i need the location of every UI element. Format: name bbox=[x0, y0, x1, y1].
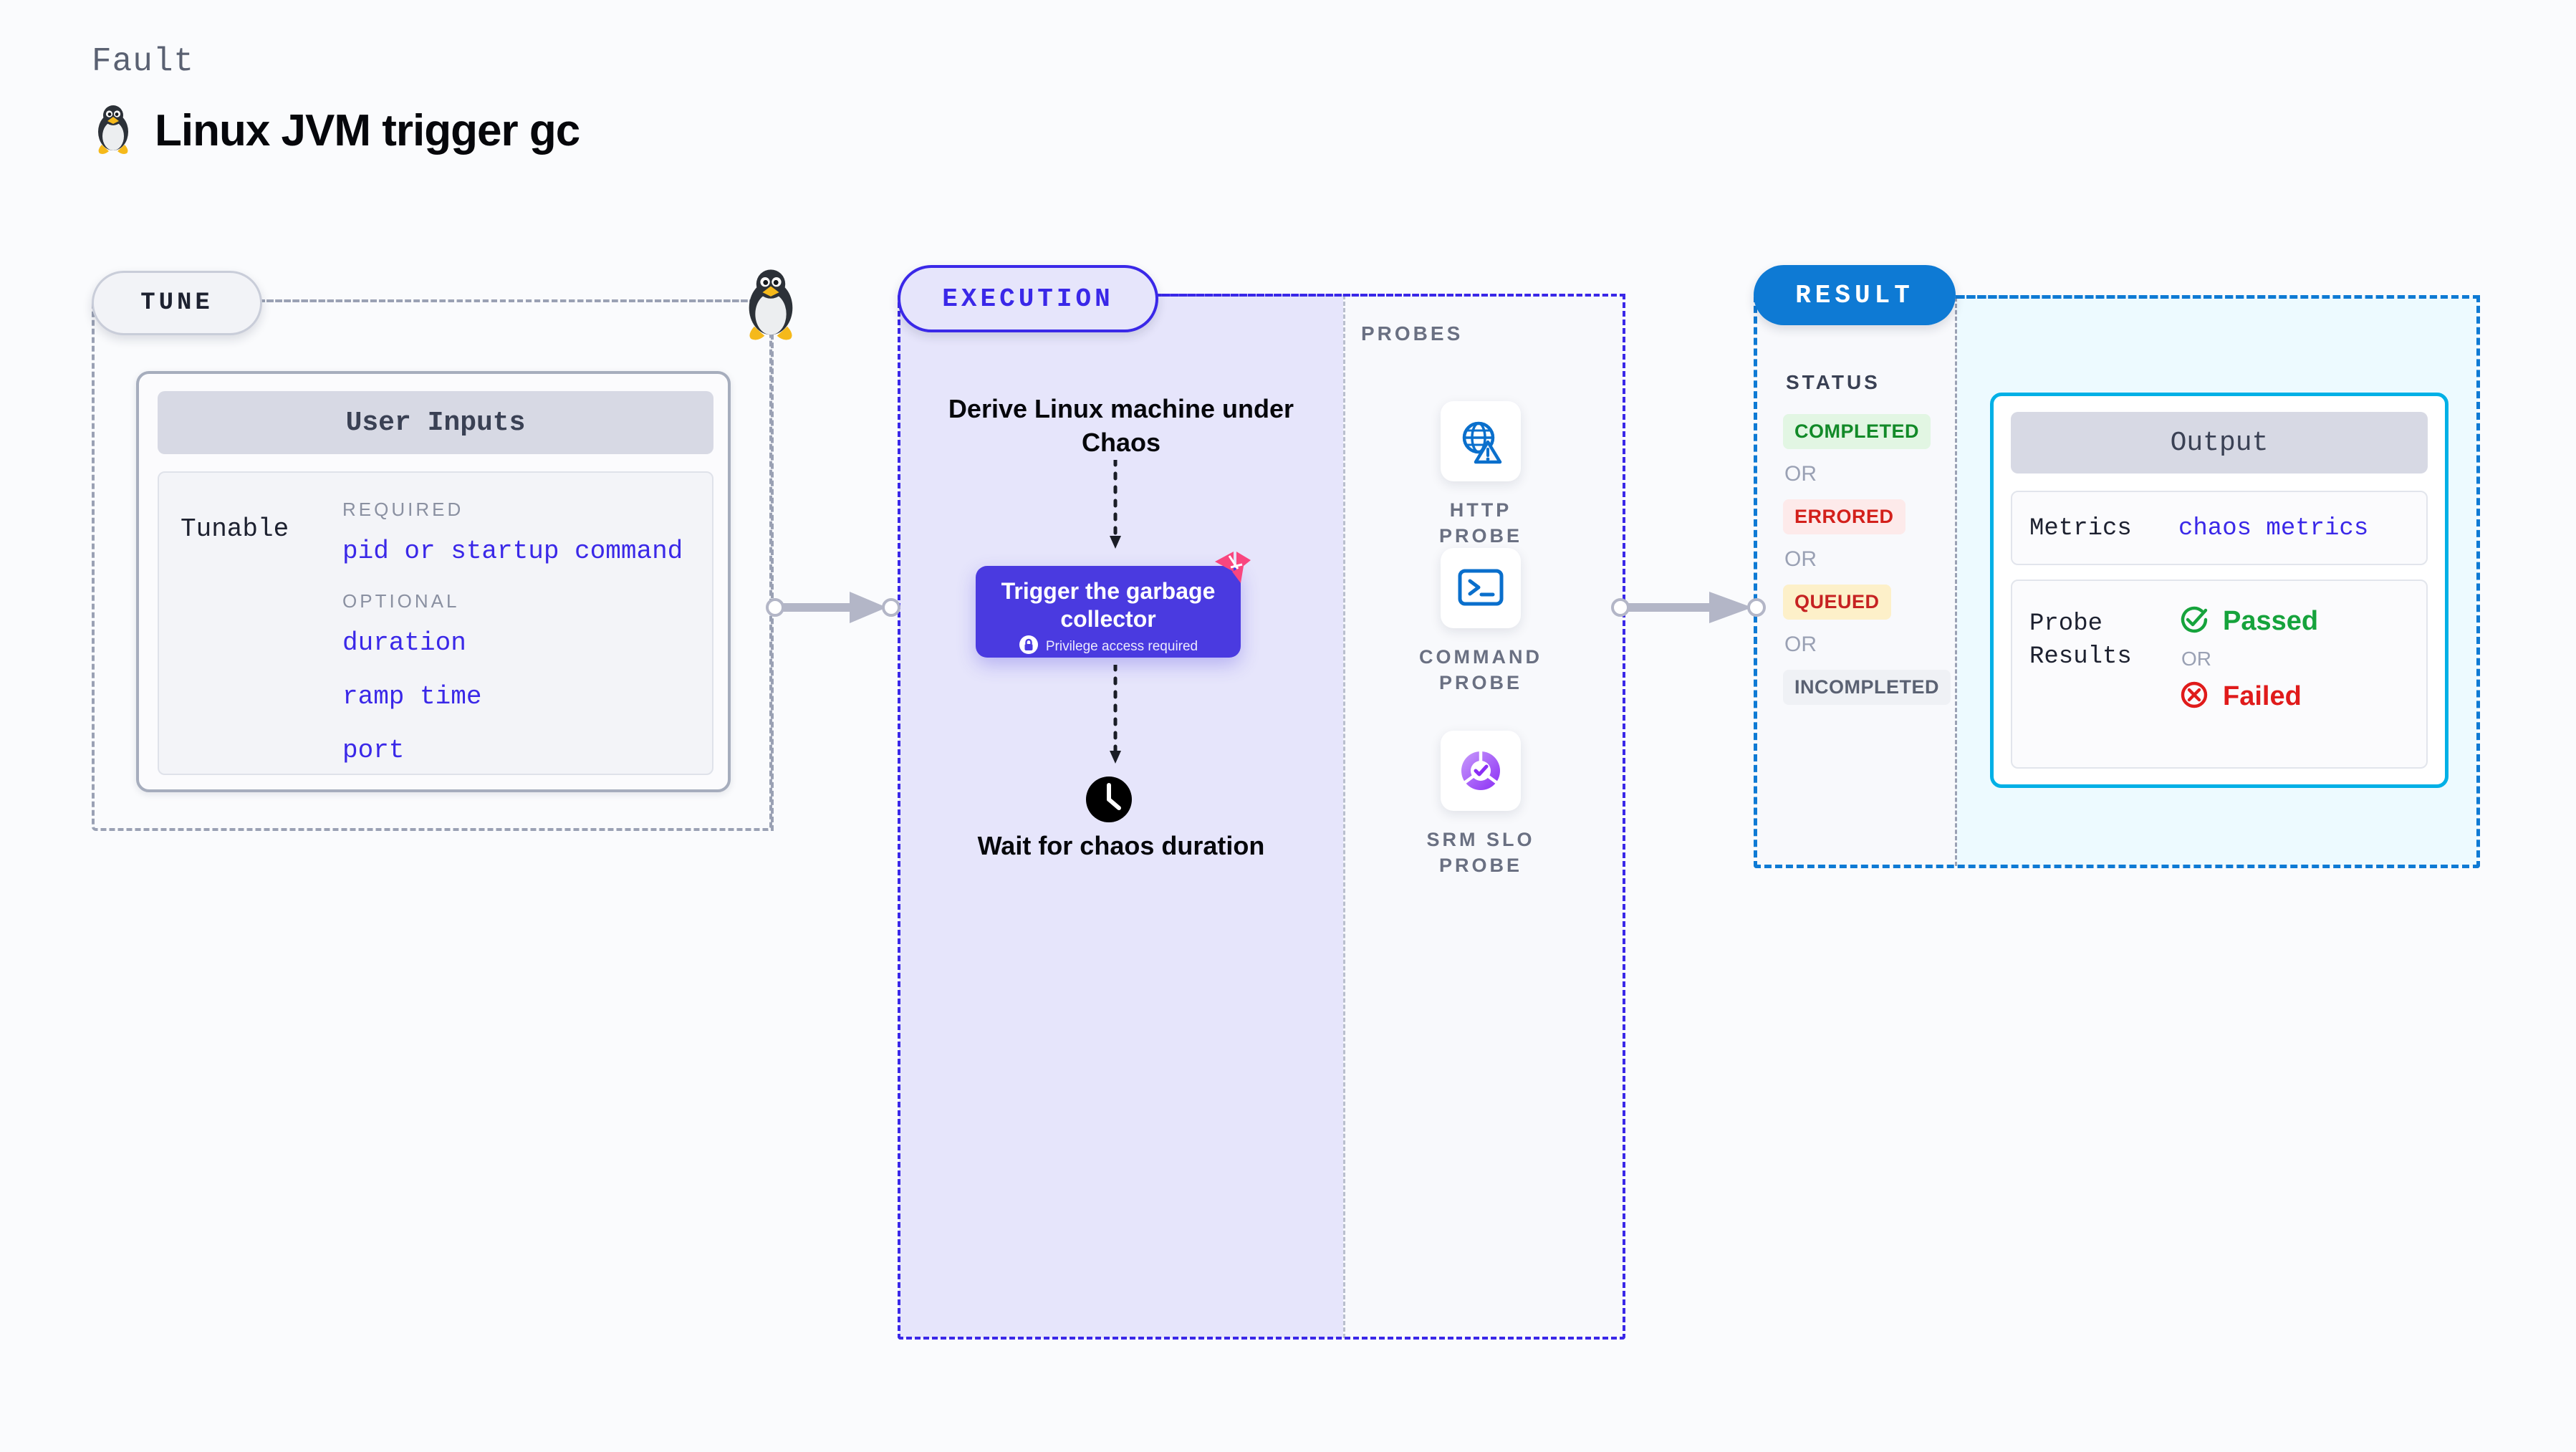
tunable-item-ramp-time[interactable]: ramp time bbox=[342, 682, 482, 711]
trigger-gc-title: Trigger the garbage collector bbox=[1001, 578, 1216, 633]
execution-step-derive-machine: Derive Linux machine under Chaos bbox=[948, 394, 1294, 457]
connector-execution-to-result bbox=[1610, 586, 1768, 633]
probe-result-failed: Failed bbox=[2178, 679, 2318, 714]
metrics-value[interactable]: chaos metrics bbox=[2178, 515, 2369, 542]
result-stage-pill[interactable]: RESULT bbox=[1754, 265, 1956, 325]
privilege-note-row: Privilege access required bbox=[976, 635, 1241, 658]
probe-item-command[interactable]: COMMAND PROBE bbox=[1409, 548, 1552, 696]
fault-eyebrow-label: Fault bbox=[92, 43, 195, 80]
optional-section-label: OPTIONAL bbox=[342, 590, 460, 612]
probe-result-passed-text: Passed bbox=[2223, 606, 2319, 636]
fault-title-row: Linux JVM trigger gc bbox=[92, 103, 580, 158]
probe-label-http: HTTP PROBE bbox=[1438, 499, 1523, 547]
tune-stage-pill[interactable]: TUNE bbox=[92, 271, 262, 335]
tunable-item-pid[interactable]: pid or startup command bbox=[342, 537, 683, 566]
status-section-label: STATUS bbox=[1786, 371, 1880, 393]
metrics-label: Metrics bbox=[2029, 515, 2132, 542]
probe-label-command: COMMAND PROBE bbox=[1419, 646, 1542, 694]
globe-warning-icon bbox=[1441, 401, 1521, 481]
slo-donut-check-icon bbox=[1441, 731, 1521, 811]
probe-item-srm-slo[interactable]: SRM SLO PROBE bbox=[1409, 731, 1552, 879]
tunable-box: Tunable REQUIRED pid or startup command … bbox=[158, 471, 713, 775]
status-badge-errored: ERRORED bbox=[1783, 499, 1905, 534]
status-fill bbox=[1756, 297, 1957, 866]
status-badge-queued: QUEUED bbox=[1783, 585, 1891, 620]
trigger-garbage-collector-card[interactable]: Trigger the garbage collector Privilege … bbox=[976, 552, 1251, 658]
linux-tux-penguin-icon bbox=[738, 266, 804, 345]
user-inputs-card: User Inputs Tunable REQUIRED pid or star… bbox=[136, 371, 731, 792]
execution-arrow-down-1 bbox=[1107, 458, 1123, 557]
status-or-2: OR bbox=[1784, 547, 1817, 571]
probes-section-label: PROBES bbox=[1361, 322, 1464, 345]
required-section-label: REQUIRED bbox=[342, 499, 464, 520]
linux-tux-penguin-icon bbox=[92, 103, 135, 158]
execution-stage-pill[interactable]: EXECUTION bbox=[898, 265, 1158, 332]
x-circle-icon bbox=[2178, 679, 2210, 714]
privilege-note-text: Privilege access required bbox=[1045, 638, 1198, 654]
user-inputs-header: User Inputs bbox=[158, 391, 713, 454]
probe-result-or: OR bbox=[2181, 648, 2211, 670]
probe-results-values: Passed OR Failed bbox=[2178, 604, 2318, 714]
status-badge-list: COMPLETED OR ERRORED OR QUEUED OR INCOMP… bbox=[1783, 414, 1969, 705]
harness-ribbon-icon bbox=[1212, 550, 1254, 591]
tunable-item-duration[interactable]: duration bbox=[342, 628, 466, 658]
status-or-3: OR bbox=[1784, 633, 1817, 656]
tunable-list: REQUIRED pid or startup command OPTIONAL… bbox=[342, 499, 683, 771]
check-circle-icon bbox=[2178, 604, 2210, 639]
tune-right-dashed-line bbox=[771, 299, 774, 831]
probe-item-http[interactable]: HTTP PROBE bbox=[1409, 401, 1552, 549]
execution-arrow-down-2 bbox=[1107, 663, 1123, 772]
page-title: Linux JVM trigger gc bbox=[155, 106, 580, 155]
tunable-item-port[interactable]: port bbox=[342, 736, 405, 765]
probe-label-srm-slo: SRM SLO PROBE bbox=[1426, 829, 1535, 877]
status-or-1: OR bbox=[1784, 462, 1817, 486]
status-badge-incompleted: INCOMPLETED bbox=[1783, 670, 1951, 705]
lock-icon bbox=[1019, 635, 1039, 658]
page-header: Fault Linux JVM trigger gc bbox=[92, 43, 580, 158]
terminal-prompt-icon bbox=[1441, 548, 1521, 628]
probe-result-passed: Passed bbox=[2178, 604, 2318, 639]
tune-top-dashed-line bbox=[258, 299, 774, 302]
clock-icon bbox=[1083, 774, 1135, 829]
status-badge-completed: COMPLETED bbox=[1783, 414, 1931, 449]
execution-step-wait-duration: Wait for chaos duration bbox=[977, 831, 1265, 860]
probe-result-failed-text: Failed bbox=[2223, 681, 2302, 711]
tunable-row-label: Tunable bbox=[181, 514, 289, 544]
result-top-dashed-line bbox=[1956, 295, 2480, 299]
connector-tune-to-execution bbox=[765, 586, 901, 633]
output-card-header: Output bbox=[2011, 412, 2428, 473]
execution-top-dashed-line bbox=[1153, 294, 1625, 297]
metrics-row: Metrics chaos metrics bbox=[2011, 491, 2428, 565]
